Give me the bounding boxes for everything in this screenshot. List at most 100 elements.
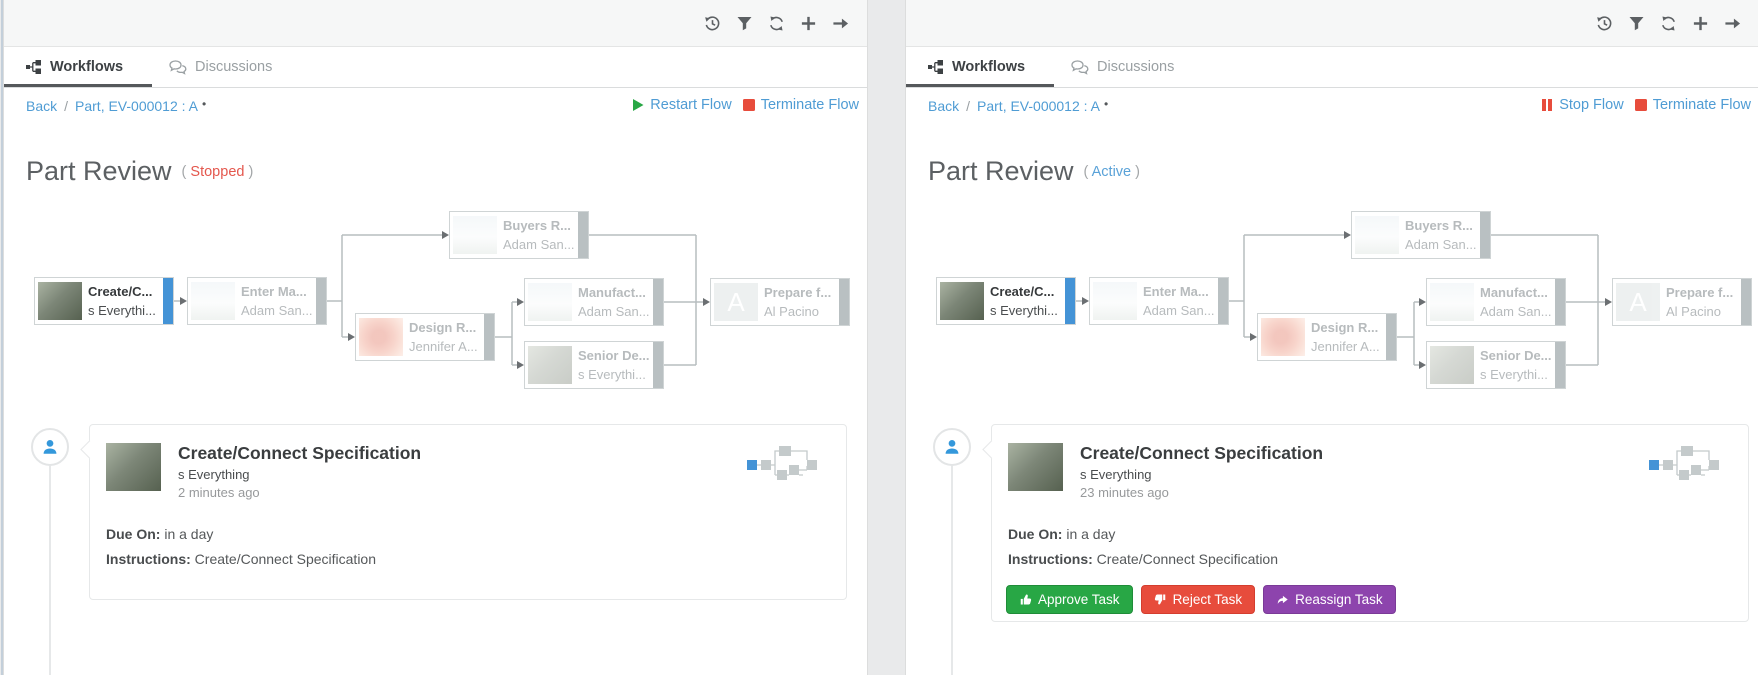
forward-icon[interactable] bbox=[831, 14, 850, 33]
workflow-node-create-connect[interactable]: Create/C...s Everythi... bbox=[34, 277, 174, 325]
node-title: Buyers R... bbox=[503, 218, 571, 233]
status-text: Stopped bbox=[190, 163, 245, 180]
node-assignee: Adam San... bbox=[1480, 304, 1552, 319]
back-link[interactable]: Back bbox=[928, 98, 960, 114]
add-icon[interactable] bbox=[799, 14, 818, 33]
tab-label: Discussions bbox=[195, 59, 273, 75]
workflow-node-create-connect[interactable]: Create/C...s Everythi... bbox=[936, 277, 1076, 325]
reject-task-button[interactable]: Reject Task bbox=[1140, 585, 1256, 614]
history-icon[interactable] bbox=[1595, 14, 1614, 33]
flower-avatar bbox=[1261, 318, 1305, 356]
node-status-bar bbox=[653, 279, 663, 325]
discussions-icon bbox=[169, 59, 187, 74]
breadcrumb-row: Back / Part, EV-000012 : A • Stop Flow Term… bbox=[906, 88, 1758, 124]
node-status-bar bbox=[484, 314, 494, 360]
workflow-panel-active: Workflows Discussions Back / Part, EV-0000… bbox=[905, 0, 1758, 675]
workflow-node-design-r[interactable]: Design R...Jennifer A... bbox=[355, 313, 495, 361]
node-status-bar bbox=[839, 279, 849, 325]
status-paren: ) bbox=[1135, 163, 1140, 180]
koala-avatar bbox=[1430, 346, 1474, 384]
filter-icon[interactable] bbox=[1627, 14, 1646, 33]
breadcrumb-marker: • bbox=[1104, 97, 1109, 111]
node-title: Design R... bbox=[409, 320, 477, 335]
refresh-icon[interactable] bbox=[1659, 14, 1678, 33]
node-title: Prepare f... bbox=[1666, 285, 1734, 300]
task-assignee: s Everything bbox=[1080, 467, 1152, 482]
person-icon bbox=[945, 440, 959, 454]
tab-bar: Workflows Discussions bbox=[906, 47, 1758, 88]
koala-avatar bbox=[106, 443, 161, 491]
timeline-line bbox=[49, 466, 51, 675]
active-tab-underline bbox=[906, 84, 1054, 87]
node-title: Manufact... bbox=[578, 285, 646, 300]
workflow-node-senior-de[interactable]: Senior De...s Everythi... bbox=[1426, 341, 1566, 389]
timeline-line bbox=[951, 466, 953, 675]
task-assignee: s Everything bbox=[178, 467, 250, 482]
tab-workflows[interactable]: Workflows bbox=[26, 47, 123, 87]
node-title: Design R... bbox=[1311, 320, 1379, 335]
thumbs-down-icon bbox=[1154, 594, 1165, 605]
workflow-node-buyers-r[interactable]: Buyers R...Adam San... bbox=[1351, 211, 1491, 259]
terminate-flow-button[interactable]: Terminate Flow bbox=[1634, 97, 1751, 113]
tab-discussions[interactable]: Discussions bbox=[1071, 47, 1174, 87]
node-assignee: s Everythi... bbox=[990, 303, 1058, 318]
node-status-bar bbox=[163, 278, 173, 324]
node-status-bar bbox=[1555, 279, 1565, 325]
task-card[interactable]: Create/Connect Specification s Everythin… bbox=[80, 424, 847, 600]
filter-icon[interactable] bbox=[735, 14, 754, 33]
tab-discussions[interactable]: Discussions bbox=[169, 47, 272, 87]
title-row: Part Review ( Stopped ) bbox=[26, 156, 253, 187]
workflow-diagram: Create/C...s Everythi...Enter Ma...Adam … bbox=[906, 207, 1758, 407]
workflow-node-manufact[interactable]: Manufact...Adam San... bbox=[1426, 278, 1566, 326]
workflow-status: ( Stopped ) bbox=[182, 164, 254, 180]
terminate-flow-button[interactable]: Terminate Flow bbox=[742, 97, 859, 113]
back-link[interactable]: Back bbox=[26, 98, 58, 114]
reassign-task-button[interactable]: Reassign Task bbox=[1263, 585, 1396, 614]
refresh-icon[interactable] bbox=[767, 14, 786, 33]
task-owner-badge bbox=[31, 428, 69, 466]
flow-actions: Restart Flow Terminate Flow bbox=[631, 97, 859, 113]
discussions-icon bbox=[1071, 59, 1089, 74]
koala-avatar bbox=[1008, 443, 1063, 491]
instructions-label: Instructions: bbox=[1008, 551, 1093, 567]
task-card[interactable]: Create/Connect Specification s Everythin… bbox=[982, 424, 1749, 622]
panel-toolbar bbox=[906, 0, 1758, 47]
workflow-node-enter-ma[interactable]: Enter Ma...Adam San... bbox=[1089, 277, 1229, 325]
workflow-node-senior-de[interactable]: Senior De...s Everythi... bbox=[524, 341, 664, 389]
mini-workflow-icon[interactable] bbox=[746, 445, 818, 485]
workflow-node-buyers-r[interactable]: Buyers R...Adam San... bbox=[449, 211, 589, 259]
workflow-connectors bbox=[1076, 231, 1612, 369]
page-title: Part Review bbox=[928, 156, 1074, 186]
stop-flow-button[interactable]: Stop Flow bbox=[1540, 97, 1624, 113]
tab-workflows[interactable]: Workflows bbox=[928, 47, 1025, 87]
mini-workflow-icon[interactable] bbox=[1648, 445, 1720, 485]
task-title: Create/Connect Specification bbox=[1080, 443, 1324, 463]
breadcrumb-item-link[interactable]: Part, EV-000012 : A bbox=[977, 98, 1100, 114]
node-status-bar bbox=[1480, 212, 1490, 258]
penguins-avatar bbox=[1093, 282, 1137, 320]
add-icon[interactable] bbox=[1691, 14, 1710, 33]
workflow-node-design-r[interactable]: Design R...Jennifer A... bbox=[1257, 313, 1397, 361]
due-on-value: in a day bbox=[1066, 526, 1116, 542]
node-status-bar bbox=[1555, 342, 1565, 388]
node-status-bar bbox=[1218, 278, 1228, 324]
approve-task-button[interactable]: Approve Task bbox=[1006, 585, 1133, 614]
forward-icon[interactable] bbox=[1723, 14, 1742, 33]
node-assignee: s Everythi... bbox=[1480, 367, 1548, 382]
node-status-bar bbox=[1065, 278, 1075, 324]
history-icon[interactable] bbox=[703, 14, 722, 33]
workflow-node-manufact[interactable]: Manufact...Adam San... bbox=[524, 278, 664, 326]
node-title: Enter Ma... bbox=[1143, 284, 1209, 299]
node-status-bar bbox=[578, 212, 588, 258]
breadcrumb-separator: / bbox=[966, 98, 971, 114]
window-left-edge bbox=[1, 0, 3, 675]
terminate-flow-label: Terminate Flow bbox=[1652, 97, 1751, 113]
restart-flow-button[interactable]: Restart Flow bbox=[631, 97, 732, 113]
workflow-node-enter-ma[interactable]: Enter Ma...Adam San... bbox=[187, 277, 327, 325]
letter-avatar: A bbox=[714, 283, 758, 321]
breadcrumb-item-link[interactable]: Part, EV-000012 : A bbox=[75, 98, 198, 114]
node-status-bar bbox=[1741, 279, 1751, 325]
node-title: Buyers R... bbox=[1405, 218, 1473, 233]
